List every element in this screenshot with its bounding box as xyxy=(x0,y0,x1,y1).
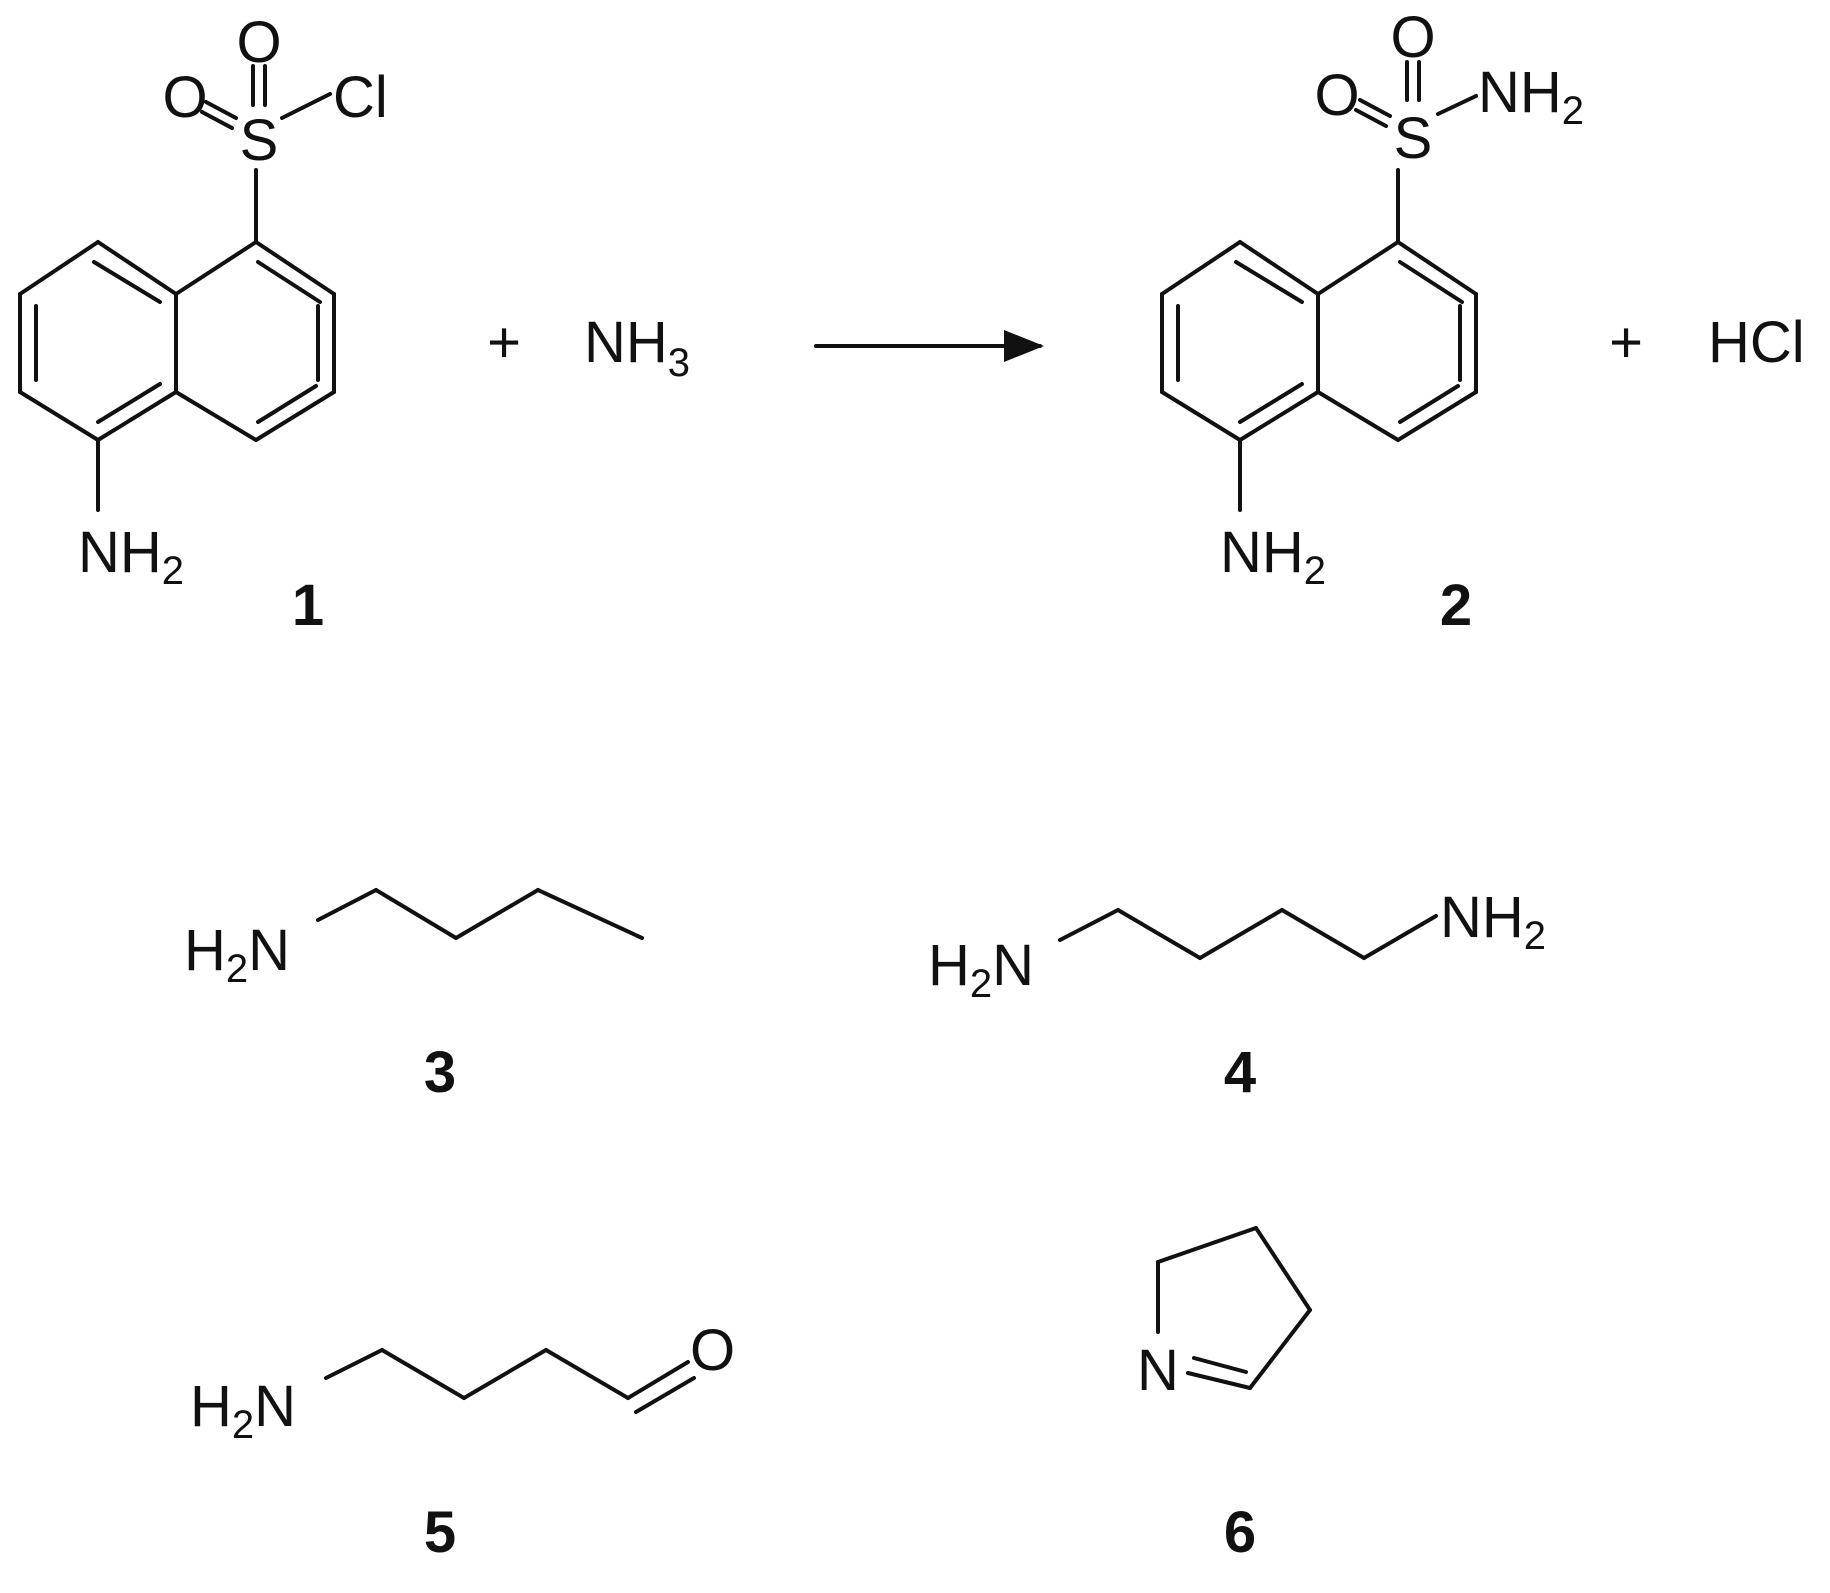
compound-5-hydrogen: H xyxy=(190,1374,232,1439)
compound-3-subscript: 2 xyxy=(226,947,248,991)
compound-number-3: 3 xyxy=(424,1040,456,1105)
compound-1-chlorine: Cl xyxy=(333,65,388,130)
compound-2-bonds xyxy=(1160,60,1478,512)
compound-5-amino-group: H2N xyxy=(190,1374,296,1447)
compound-2-amino-subscript: 2 xyxy=(1304,549,1326,593)
compound-2-oxygen-left: O xyxy=(1314,63,1359,128)
ammonia-nh: NH xyxy=(584,310,668,375)
compound-6-nitrogen: N xyxy=(1137,1338,1179,1403)
compound-1-oxygen-left: O xyxy=(162,65,207,130)
ammonia-reagent: NH3 xyxy=(584,310,690,385)
compound-2-sulfonamide-group: NH2 xyxy=(1478,60,1584,133)
compound-5-structure: H2N O xyxy=(190,1318,735,1447)
compound-number-1: 1 xyxy=(292,573,324,638)
compound-4-structure: H2N NH2 xyxy=(928,885,1546,1006)
compound-2-amino-nh: NH xyxy=(1220,520,1304,585)
compound-5-nitrogen: N xyxy=(254,1374,296,1439)
compound-5-oxygen: O xyxy=(690,1318,735,1383)
compound-number-6: 6 xyxy=(1224,1500,1256,1565)
compound-1-bonds xyxy=(18,64,336,512)
compound-3-amino-group: H2N xyxy=(184,918,290,991)
compound-4-amino-left: H2N xyxy=(928,933,1034,1006)
compound-3-hydrogen: H xyxy=(184,918,226,983)
compound-5-subscript: 2 xyxy=(232,1403,254,1447)
compound-number-2: 2 xyxy=(1440,573,1472,638)
compound-1-amino-group: NH2 xyxy=(78,520,184,593)
compound-4-subscript-left: 2 xyxy=(970,962,992,1006)
compound-3-nitrogen: N xyxy=(248,918,290,983)
compound-number-5: 5 xyxy=(424,1500,456,1565)
compound-1-structure: O O S Cl NH2 xyxy=(18,10,388,593)
compound-2-sulfonamide-nh: NH xyxy=(1478,60,1562,125)
compound-4-nitrogen-left: N xyxy=(992,933,1034,998)
compound-1-amino-subscript: 2 xyxy=(162,549,184,593)
compound-2-amino-group: NH2 xyxy=(1220,520,1326,593)
hcl-product: HCl xyxy=(1708,310,1805,375)
compound-4-subscript-right: 2 xyxy=(1524,914,1546,958)
compound-number-4: 4 xyxy=(1224,1040,1256,1105)
compound-2-sulfur: S xyxy=(1394,106,1433,171)
compound-2-oxygen-top: O xyxy=(1390,5,1435,70)
compound-6-structure: N xyxy=(1137,1226,1312,1403)
compound-2-structure: O O S NH2 NH2 xyxy=(1160,5,1584,593)
compound-4-hydrogen-left: H xyxy=(928,933,970,998)
compound-1-amino-nh: NH xyxy=(78,520,162,585)
compound-1-oxygen-top: O xyxy=(236,10,281,75)
compound-3-structure: H2N xyxy=(184,888,644,991)
compound-2-sulfonamide-subscript: 2 xyxy=(1562,89,1584,133)
plus-sign-2: + xyxy=(1609,310,1643,375)
compound-1-sulfur: S xyxy=(240,108,279,173)
ammonia-subscript: 3 xyxy=(668,341,690,385)
plus-sign-1: + xyxy=(487,310,521,375)
compound-4-nh-right: NH xyxy=(1440,885,1524,950)
compound-4-amino-right: NH2 xyxy=(1440,885,1546,958)
